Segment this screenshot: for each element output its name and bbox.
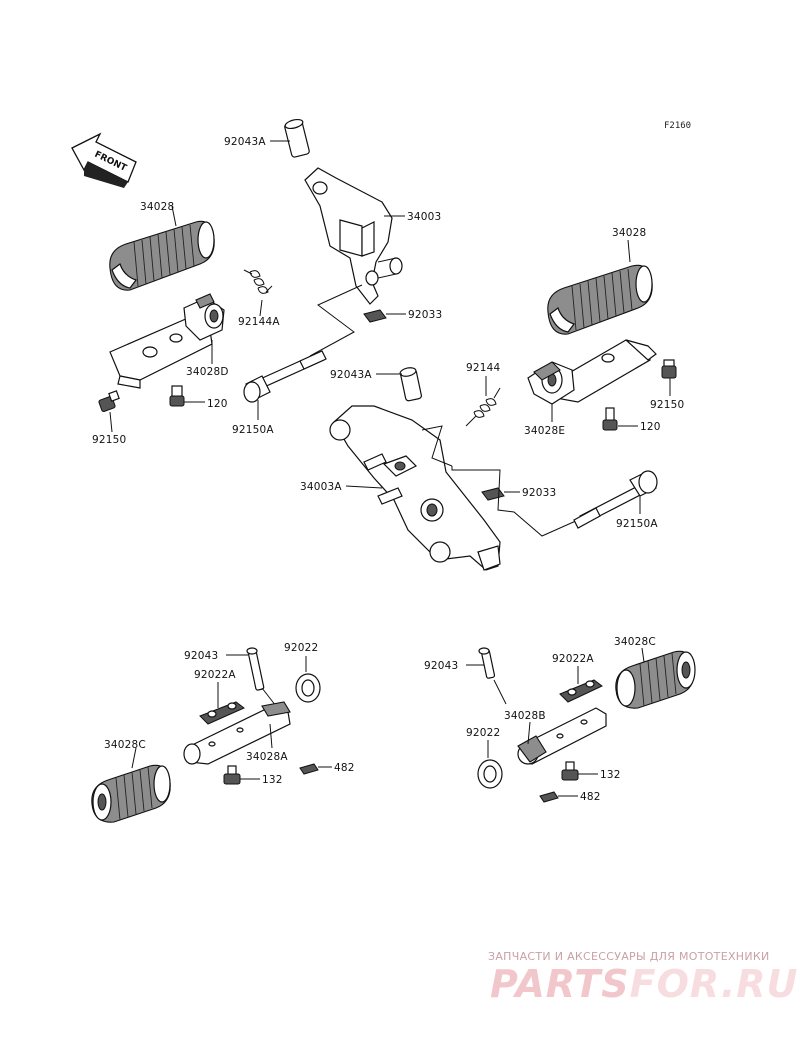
footpeg-34028D [109,293,225,389]
bracket-34003A [329,405,501,571]
bolt-132-left [223,765,241,785]
callout-482-right: 482 [580,791,601,803]
watermark-brand-a: PARTS [490,962,630,1006]
callout-92022-right: 92022 [466,727,500,739]
callout-34028C-left: 34028C [104,739,146,751]
bolt-92150A-left [243,350,327,403]
watermark-logo: PARTSFOR.RU [490,962,798,1006]
callout-34028A: 34028A [246,751,288,763]
callout-34003A: 34003A [300,481,342,493]
watermark-brand-b: FOR.RU [629,962,799,1006]
footpeg-34028E [527,339,657,405]
callout-92043-left: 92043 [184,650,218,662]
bracket-34003 [304,167,403,305]
washer-92022-right [477,759,503,789]
footpeg-rubber-34028C-left [91,764,171,823]
callout-92150-right: 92150 [650,399,684,411]
spring-92144 [465,387,501,427]
callout-92150A-right: 92150A [616,518,658,530]
plate-92022A-left [199,701,245,725]
clip-92033-mid [481,487,505,501]
pin-92043A-mid [399,367,422,402]
callout-92022A-right: 92022A [552,653,594,665]
pin-482-left [299,763,319,775]
pin-92043A-top [284,118,310,158]
callout-92043-right: 92043 [424,660,458,672]
callout-132-left: 132 [262,774,283,786]
footpeg-34028B [517,707,607,765]
footpeg-rubber-34028-left [109,220,215,291]
callout-132-right: 132 [600,769,621,781]
callout-120-right: 120 [640,421,661,433]
footpeg-rubber-34028-right [547,264,653,335]
callout-92022A-left: 92022A [194,669,236,681]
callout-92150A-left: 92150A [232,424,274,436]
callout-34028C-right: 34028C [614,636,656,648]
front-arrow-icon: FRONT [71,132,137,188]
callout-120-left: 120 [207,398,228,410]
callout-92043A-top: 92043A [224,136,266,148]
callout-92033-mid: 92033 [522,487,556,499]
callout-34028-left: 34028 [140,201,174,213]
callout-92144: 92144 [466,362,501,374]
callout-34028E: 34028E [524,425,565,437]
pin-92043-right [478,647,496,679]
bolt-120-left [169,385,185,407]
callout-92150-left: 92150 [92,434,126,446]
callout-482-left: 482 [334,762,355,774]
bolt-120-right [602,407,618,431]
callout-34028D: 34028D [186,366,229,378]
pin-92043-left [246,647,265,691]
bolt-132-right [561,761,579,781]
diagram-code: F2160 [664,121,691,131]
callout-92144A: 92144A [238,316,280,328]
callout-34003: 34003 [407,211,441,223]
plate-92022A-right [559,679,603,703]
washer-92022-left [295,673,321,703]
watermark-caption: ЗАПЧАСТИ И АКСЕССУАРЫ ДЛЯ МОТОТЕХНИКИ [488,950,770,963]
pin-482-right [539,791,559,803]
spring-92144A [243,269,273,294]
callout-34028-right: 34028 [612,227,646,239]
bolt-92150-left [98,390,120,412]
footpeg-34028A [183,701,291,765]
callout-92022-left: 92022 [284,642,318,654]
clip-92033-top [363,309,387,323]
footpeg-rubber-34028C-right [615,650,696,709]
bolt-92150A-right [573,470,658,529]
bolt-92150-right [661,359,677,379]
callout-92043A-mid: 92043A [330,369,372,381]
callout-34028B: 34028B [504,710,546,722]
callout-92033-top: 92033 [408,309,442,321]
